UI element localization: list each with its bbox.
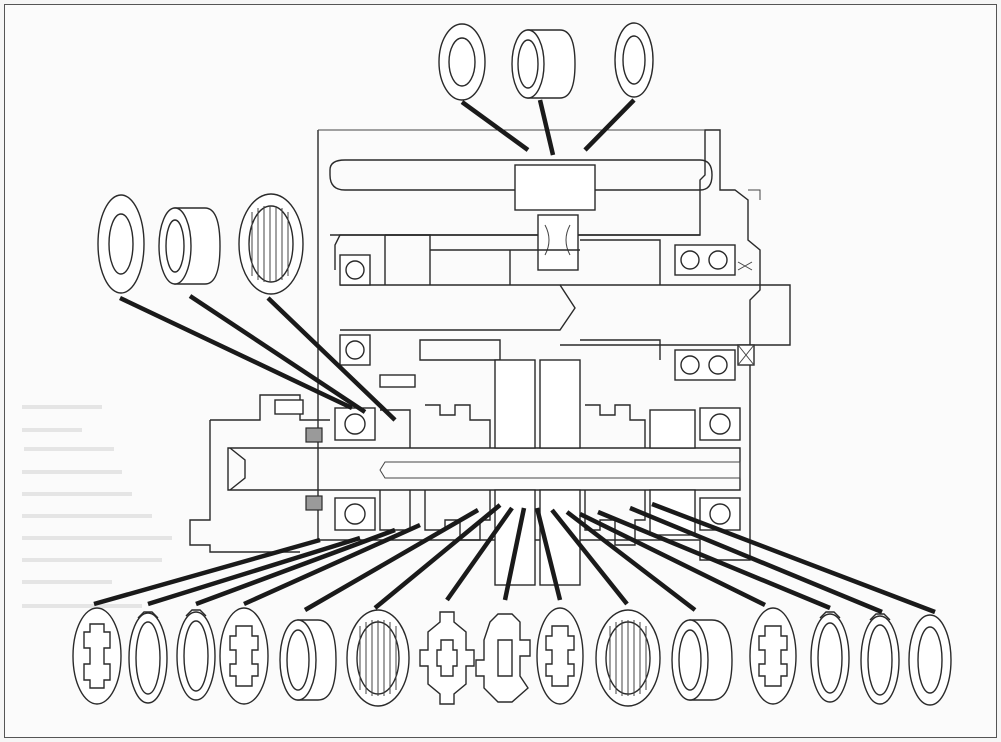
thrust-washer-bottom [908,614,952,706]
gear-cluster [379,359,696,586]
lock-washer-2 [475,613,531,703]
top-parts-group [438,22,654,156]
thrust-washer-left [97,194,145,294]
needle-bearing-bottom-2 [595,609,661,707]
thrust-washer-top-right [614,22,654,98]
left-parts-group [97,193,397,422]
splined-washer-4 [749,607,797,705]
bushing-left [158,207,221,285]
bushing-bottom-2 [671,619,733,701]
bottom-parts-row [72,501,952,707]
upper-shaft [339,164,791,381]
splined-washer-2 [219,607,269,705]
snap-ring-2 [176,609,216,701]
thrust-washer-top-left [438,23,486,101]
snap-ring-4 [860,613,900,705]
bushing-top [511,29,576,99]
snap-ring-3 [810,611,850,703]
needle-bearing-bottom-1 [346,609,410,707]
needle-bearing-left [238,193,304,295]
bushing-bottom-1 [279,619,337,701]
snap-ring-1 [128,611,168,704]
lock-washer-1 [419,611,475,705]
splined-washer-3 [536,607,584,705]
faded-margin-marks [22,405,172,608]
splined-washer-1 [72,607,122,705]
